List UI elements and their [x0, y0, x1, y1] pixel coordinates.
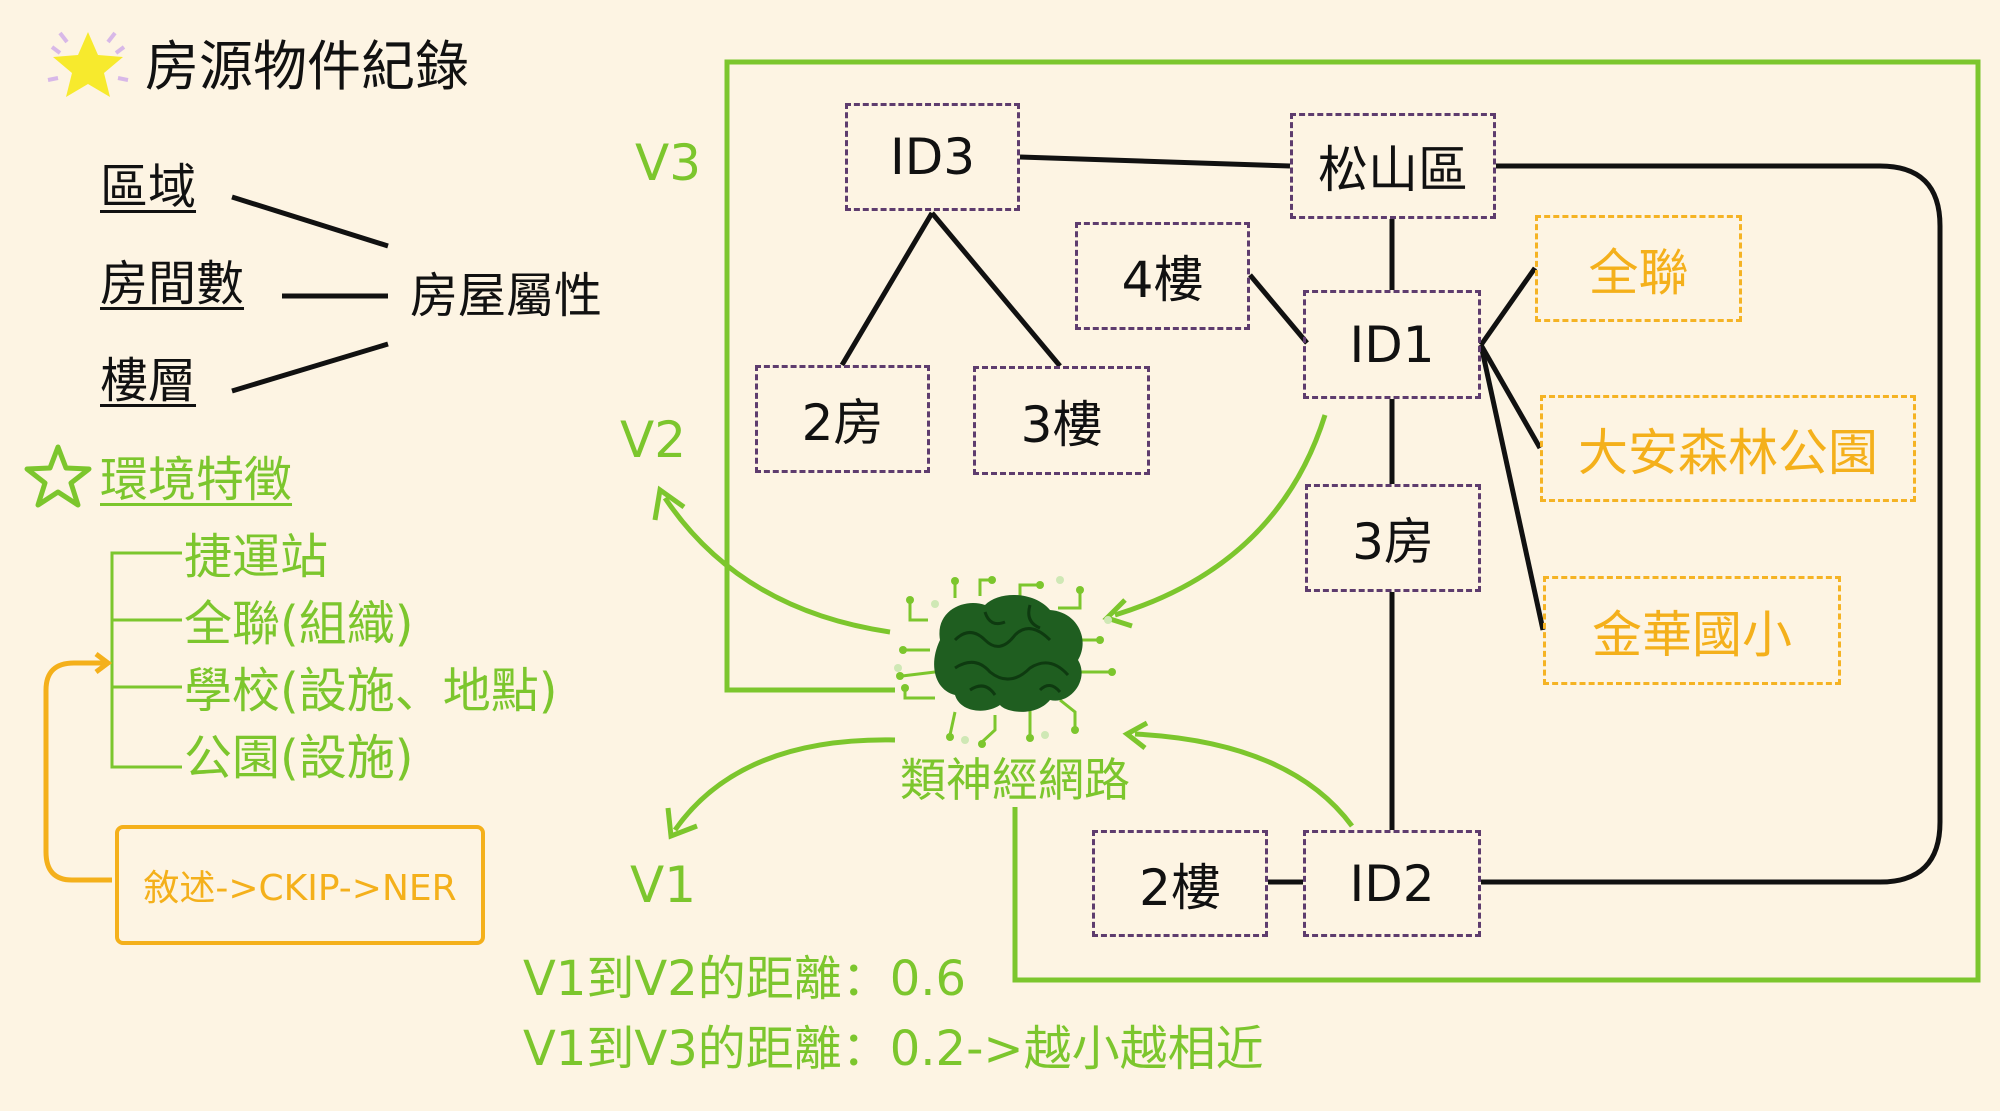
- node-songshan: 松山區: [1290, 113, 1496, 219]
- node-room3: 3房: [1305, 484, 1481, 592]
- arrow-net-to-v1: [672, 737, 896, 832]
- v3-frame: [724, 59, 1981, 983]
- env-item-mrt: 捷運站: [184, 529, 329, 585]
- node-jinhua-school: 金華國小: [1543, 576, 1841, 685]
- neural-network-label: 類神經網路: [900, 753, 1130, 807]
- edge-id3-room2: [839, 211, 935, 367]
- edge-id1-park: [1478, 343, 1543, 450]
- node-floor4: 4樓: [1075, 222, 1250, 330]
- env-item-quanlian: 全聯(組織): [184, 596, 414, 652]
- node-room2: 2房: [755, 365, 930, 473]
- edge-songshan-id2: [1481, 163, 1943, 885]
- page-title: 房源物件紀錄: [145, 35, 469, 98]
- env-item-school: 學校(設施、地點): [184, 663, 558, 719]
- star-icon: [47, 31, 129, 97]
- label-v1: V1: [630, 856, 697, 914]
- environment-heading: 環境特徵: [100, 452, 293, 508]
- attribute-rooms: 房間數: [100, 256, 245, 312]
- distance-v1-v3: V1到V3的距離：0.2->越小越相近: [523, 1021, 1264, 1077]
- brain-icon: [894, 576, 1116, 748]
- attr-line-floor: [231, 341, 389, 394]
- arrow-net-to-v2: [662, 496, 891, 635]
- node-id1: ID1: [1303, 290, 1481, 399]
- node-floor2: 2樓: [1092, 830, 1268, 937]
- attr-line-region: [231, 194, 389, 249]
- edge-id1-school: [1478, 344, 1546, 631]
- node-id2: ID2: [1303, 830, 1481, 937]
- star-outline-icon: [24, 444, 92, 508]
- arrow-id2-to-net: [1134, 731, 1355, 828]
- label-v2: V2: [620, 411, 687, 469]
- node-floor3: 3樓: [973, 366, 1150, 475]
- env-item-park: 公園(設施): [184, 730, 414, 786]
- node-daan-park: 大安森林公園: [1540, 395, 1916, 502]
- pipeline-label: 敘述->CKIP->NER: [143, 868, 457, 909]
- distance-v1-v2: V1到V2的距離：0.6: [523, 951, 967, 1007]
- env-tree-bracket: [110, 551, 182, 769]
- edge-id3-floor3: [930, 211, 1062, 368]
- pipeline-box: 敘述->CKIP->NER: [115, 825, 485, 945]
- pipeline-feedback-arrow: [43, 660, 112, 883]
- attribute-region: 區域: [100, 159, 197, 215]
- node-id3: ID3: [845, 103, 1020, 211]
- edge-id3-songshan: [1019, 154, 1291, 169]
- house-attributes-label: 房屋屬性: [410, 268, 603, 324]
- arrow-id1-to-net: [1114, 414, 1328, 618]
- attribute-floor: 樓層: [100, 353, 197, 409]
- label-v3: V3: [635, 134, 702, 192]
- edge-id1-quanlian: [1478, 266, 1538, 347]
- edge-floor4-id1: [1248, 273, 1309, 345]
- node-quanlian: 全聯: [1535, 215, 1742, 322]
